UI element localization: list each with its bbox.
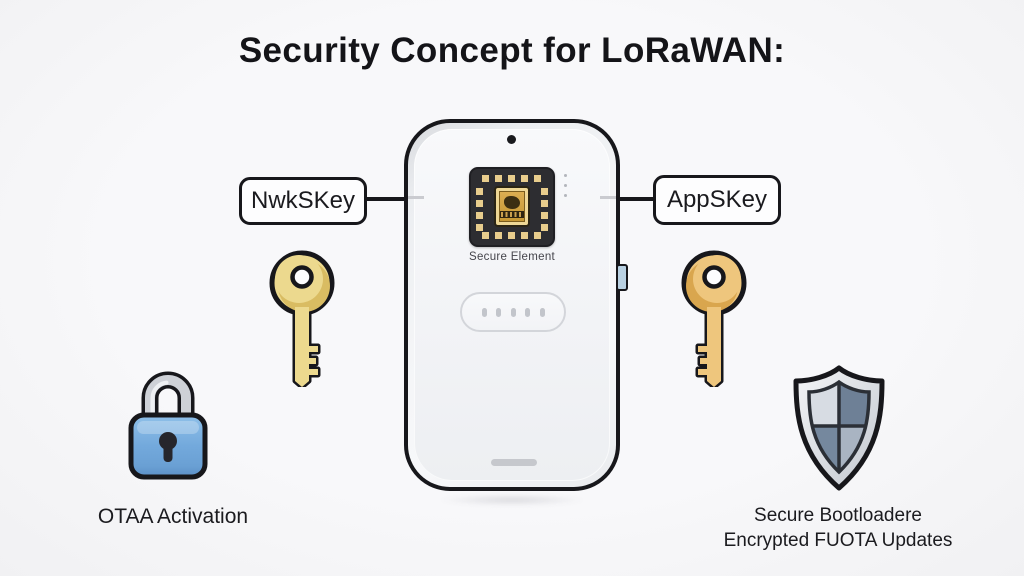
chip-die-inner: [499, 191, 525, 222]
iot-device: Secure Element: [404, 119, 628, 491]
chip-side-dots: [564, 174, 567, 197]
secure-element-label: Secure Element: [468, 251, 556, 263]
page-title: Security Concept for LoRaWAN:: [238, 31, 786, 70]
appskey-connector-line: [614, 197, 656, 201]
shield-caption-line1: Secure Bootloadere: [754, 505, 922, 526]
nwkskey-label-box: NwkSKey: [239, 177, 367, 225]
home-bar: [491, 459, 537, 466]
chip-marking: [500, 211, 524, 218]
chip-pads-top: [482, 175, 541, 182]
chip-pads-left: [476, 188, 483, 231]
key-icon: [681, 250, 747, 387]
right-connector-trace: [600, 196, 616, 199]
chip-pads-right: [541, 188, 548, 231]
shield-caption-line2: Encrypted FUOTA Updates: [723, 530, 953, 551]
nwkskey-label: NwkSKey: [250, 187, 356, 214]
shield-caption: Secure Bootloadere Encrypted FUOTA Updat…: [716, 503, 960, 553]
appskey-label: AppSKey: [666, 186, 768, 213]
lock-caption: OTAA Activation: [97, 505, 249, 528]
camera-dot-icon: [507, 135, 516, 144]
shield-icon: [793, 365, 885, 491]
nwkskey-connector-line: [365, 197, 408, 201]
chip-emblem-icon: [504, 196, 520, 209]
chip-pads-bottom: [482, 232, 541, 239]
key-icon: [269, 250, 335, 387]
chip-die: [494, 186, 530, 227]
padlock-icon: [128, 371, 208, 480]
appskey-label-box: AppSKey: [653, 175, 781, 225]
side-button: [616, 264, 628, 291]
device-shadow: [437, 494, 587, 506]
secure-element-chip-icon: [469, 167, 555, 247]
left-connector-trace: [408, 196, 424, 199]
indicator-pill: [460, 292, 566, 332]
